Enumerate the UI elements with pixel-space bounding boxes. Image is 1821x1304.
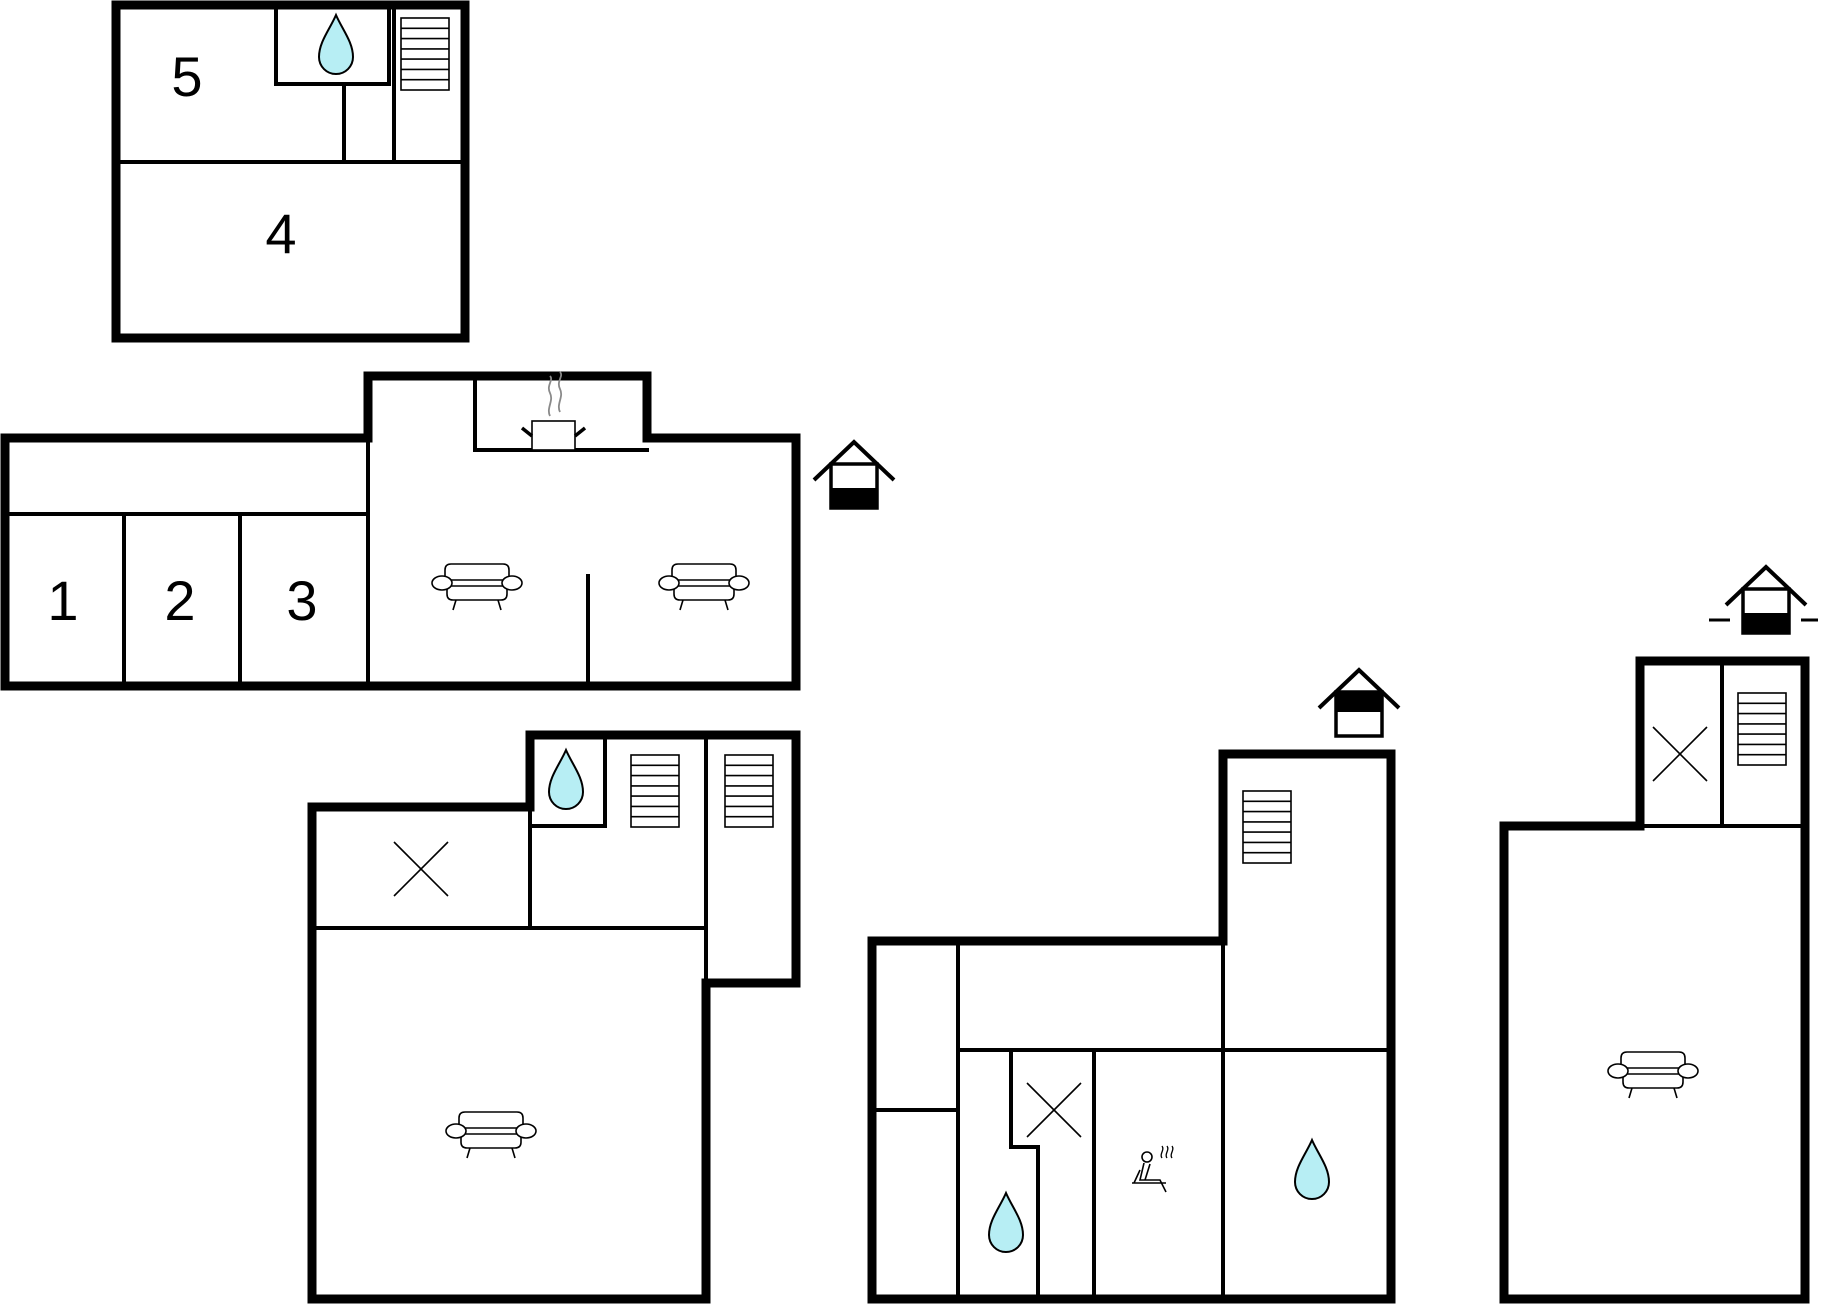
bathroom-water-drop-icon bbox=[1294, 1139, 1330, 1200]
cross-icon bbox=[393, 841, 449, 897]
room-number-4: 4 bbox=[265, 202, 296, 265]
left-annex-plan bbox=[307, 730, 801, 1304]
sofa-icon bbox=[658, 563, 750, 611]
room-number-2: 2 bbox=[164, 569, 195, 632]
main-floor-plan: 1 2 3 bbox=[0, 371, 896, 691]
room-number-5: 5 bbox=[171, 45, 202, 108]
sofa-icon bbox=[431, 563, 523, 611]
staircase-icon bbox=[1737, 692, 1787, 766]
house-entrance-icon bbox=[1317, 668, 1401, 738]
upper-floor-plan: 5 4 bbox=[111, 0, 470, 343]
room-number-3: 3 bbox=[286, 569, 317, 632]
right-annex-plan bbox=[1499, 565, 1818, 1304]
sofa-icon bbox=[1607, 1051, 1699, 1099]
bathroom-water-drop-icon bbox=[548, 749, 584, 810]
bathroom-water-drop-icon bbox=[988, 1192, 1024, 1253]
sofa-icon bbox=[445, 1111, 537, 1159]
staircase-icon bbox=[400, 17, 450, 91]
middle-annex-plan bbox=[867, 668, 1401, 1304]
stove-icon bbox=[520, 371, 587, 451]
staircase-icon bbox=[630, 754, 680, 828]
sauna-icon bbox=[1132, 1145, 1174, 1193]
cross-icon bbox=[1652, 726, 1708, 782]
bathroom-water-drop-icon bbox=[318, 14, 354, 75]
staircase-icon bbox=[1242, 790, 1292, 864]
cross-icon bbox=[1026, 1082, 1082, 1138]
house-entrance-icon bbox=[812, 440, 896, 510]
room-number-1: 1 bbox=[47, 569, 78, 632]
staircase-icon bbox=[724, 754, 774, 828]
house-entrance-icon bbox=[1724, 565, 1808, 635]
